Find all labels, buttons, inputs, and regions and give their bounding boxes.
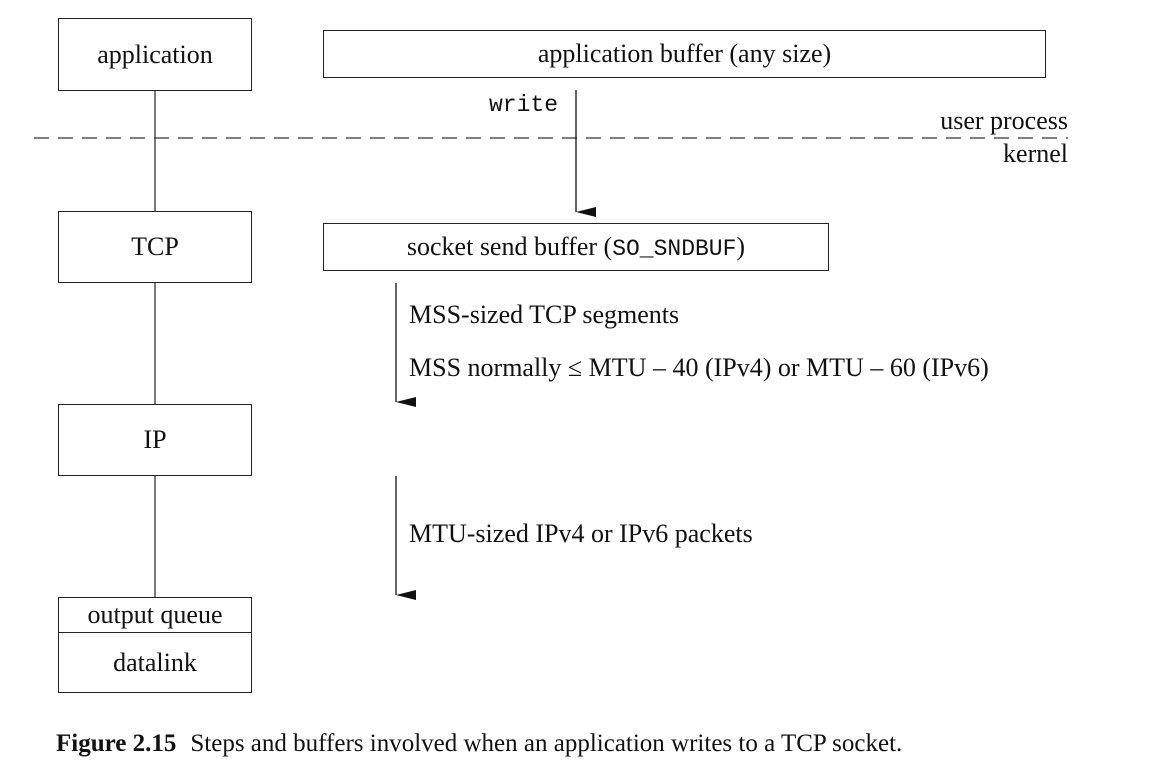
- socket-send-buffer-suffix: ): [736, 231, 746, 261]
- so-sndbuf-option: SO_SNDBUF: [612, 235, 737, 262]
- socket-send-buffer-box: socket send buffer (SO_SNDBUF): [323, 223, 829, 271]
- output-queue-label: output queue: [87, 600, 223, 629]
- mss-segments-label: MSS-sized TCP segments: [409, 300, 680, 329]
- application-layer-label: application: [97, 39, 213, 69]
- ip-layer-label: IP: [143, 425, 167, 454]
- kernel-label: kernel: [1003, 139, 1068, 168]
- socket-send-buffer-prefix: socket send buffer (: [406, 231, 613, 261]
- figure-caption: Figure 2.15 Steps and buffers involved wh…: [56, 730, 902, 758]
- application-buffer-label: application buffer (any size): [537, 39, 832, 68]
- datalink-layer-box: datalink: [58, 632, 252, 693]
- application-buffer-box: application buffer (any size): [323, 30, 1046, 78]
- figure-number: Figure 2.15: [56, 730, 177, 757]
- write-call-label: write: [489, 92, 559, 118]
- application-layer-box: application: [58, 18, 252, 91]
- figure-caption-text: Steps and buffers involved when an appli…: [190, 730, 903, 757]
- tcp-layer-label: TCP: [131, 232, 179, 261]
- user-process-label: user process: [940, 106, 1068, 135]
- datalink-layer-label: datalink: [113, 647, 197, 677]
- socket-send-buffer-label: socket send buffer (SO_SNDBUF): [406, 231, 746, 262]
- ip-layer-box: IP: [58, 404, 252, 476]
- mss-relation-label: MSS normally ≤ MTU – 40 (IPv4) or MTU – …: [409, 353, 989, 382]
- mtu-packets-label: MTU-sized IPv4 or IPv6 packets: [409, 519, 753, 548]
- tcp-layer-box: TCP: [58, 211, 252, 283]
- output-queue-box: output queue: [58, 597, 252, 633]
